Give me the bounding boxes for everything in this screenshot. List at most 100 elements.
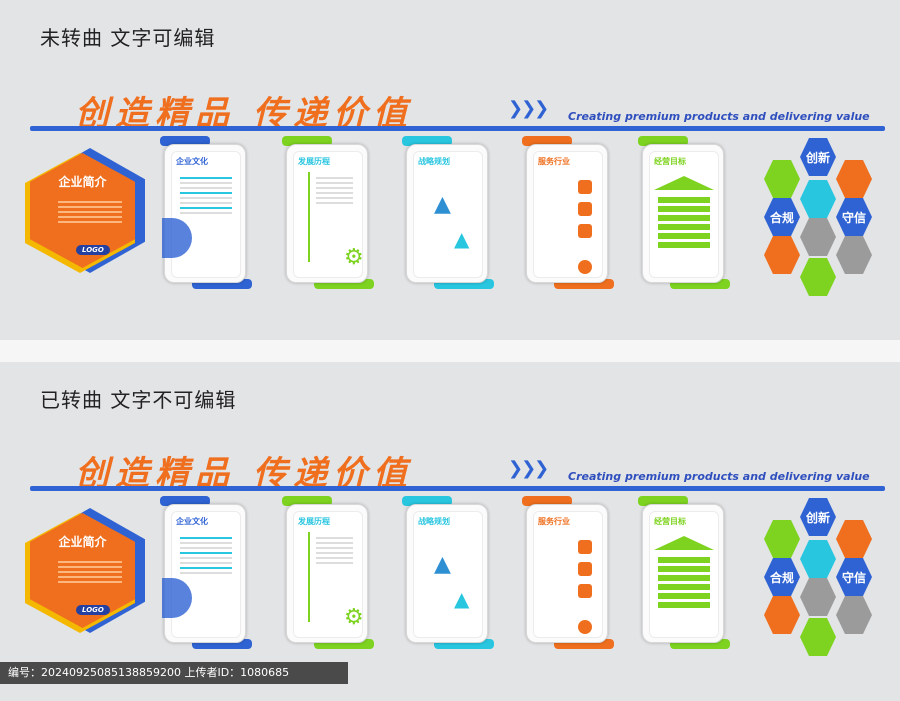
lighthouse-icon: ▲ [434, 552, 451, 577]
hex-tile [836, 236, 872, 274]
service-icon [578, 224, 592, 238]
icon-stack [578, 540, 592, 634]
board-industry: 服务行业 [522, 496, 614, 649]
board-accent [554, 639, 614, 649]
hex-tile [800, 578, 836, 616]
board-history: 发展历程 ⚙ [282, 496, 374, 649]
board-title: 企业文化 [176, 157, 208, 166]
board-frame: 战略规划 ▲ ▲ [406, 504, 488, 643]
hex-tile [800, 540, 836, 578]
hex-tile [836, 160, 872, 198]
board-accent [638, 136, 688, 146]
lighthouse-icon: ▲ [454, 587, 470, 611]
value-hex-innovation: 创新 [800, 138, 836, 176]
lighthouse-icon: ▲ [454, 227, 470, 251]
board-accent [282, 496, 332, 506]
board-accent [522, 496, 572, 506]
hex-main: 企业简介 LOGO [30, 513, 135, 628]
service-icon [578, 180, 592, 194]
logo: LOGO [76, 245, 110, 255]
arrow-icon: ❯❯❯ [508, 98, 549, 119]
hex-tile [764, 520, 800, 558]
board-accent [160, 136, 210, 146]
board-frame: 企业文化 [164, 504, 246, 643]
board-accent [192, 639, 252, 649]
board-inner: 经营目标 [649, 151, 719, 278]
subtitle: Creating premium products and delivering… [568, 110, 870, 123]
board-accent [434, 279, 494, 289]
board-title: 战略规划 [418, 157, 450, 166]
divider-line [30, 126, 885, 131]
hex-tile [836, 520, 872, 558]
board-title: 发展历程 [298, 157, 330, 166]
board-accent [402, 496, 452, 506]
board-accent [282, 136, 332, 146]
divider-line [30, 486, 885, 491]
service-icon [578, 562, 592, 576]
top-panel: 未转曲 文字可编辑 创造精品 传递价值 ❯❯❯ Creating premium… [0, 0, 900, 340]
roof-shape [654, 176, 714, 190]
intro-text-lines [54, 558, 126, 586]
board-lines [312, 174, 357, 207]
board-title: 经营目标 [654, 517, 686, 526]
board-inner: 发展历程 [293, 151, 363, 278]
board-frame: 发展历程 [286, 504, 368, 643]
board-inner: 经营目标 [649, 511, 719, 638]
panel-caption: 已转曲 文字不可编辑 [40, 388, 237, 412]
board-industry: 服务行业 [522, 136, 614, 289]
board-inner: 企业文化 [171, 151, 241, 278]
board-strategy: 战略规划 ▲ ▲ [402, 496, 494, 649]
value-hex-integrity: 守信 [836, 558, 872, 596]
panel-caption: 未转曲 文字可编辑 [40, 26, 216, 50]
board-title: 战略规划 [418, 517, 450, 526]
timeline [308, 172, 310, 262]
power-icon [578, 620, 592, 634]
board-title: 经营目标 [654, 157, 686, 166]
board-goals: 经营目标 [638, 496, 730, 649]
board-frame: 服务行业 [526, 144, 608, 283]
subtitle: Creating premium products and delivering… [568, 470, 870, 483]
board-accent [670, 279, 730, 289]
intro-title: 企业简介 [58, 535, 107, 549]
value-hex-integrity: 守信 [836, 198, 872, 236]
value-hex-compliance: 合规 [764, 198, 800, 236]
board-accent [638, 496, 688, 506]
value-hex-compliance: 合规 [764, 558, 800, 596]
logo: LOGO [76, 605, 110, 615]
board-accent [554, 279, 614, 289]
board-accent [434, 639, 494, 649]
board-history: 发展历程 ⚙ [282, 136, 374, 289]
value-hex-innovation: 创新 [800, 498, 836, 536]
hex-tile [836, 596, 872, 634]
board-frame: 战略规划 ▲ ▲ [406, 144, 488, 283]
company-intro-card: 企业简介 LOGO [25, 148, 145, 273]
power-icon [578, 260, 592, 274]
watermark-bar: 编号：20240925085138859200 上传者ID：1080685 [0, 662, 348, 684]
board-frame: 经营目标 [642, 504, 724, 643]
hex-tile [800, 618, 836, 656]
panel-divider [0, 340, 900, 362]
company-intro-card: 企业简介 LOGO [25, 508, 145, 633]
board-accent [402, 136, 452, 146]
board-inner: 发展历程 [293, 511, 363, 638]
lighthouse-icon: ▲ [434, 192, 451, 217]
service-icon [578, 540, 592, 554]
board-culture: 企业文化 [160, 496, 252, 649]
intro-text-lines [54, 198, 126, 226]
board-lines [176, 174, 236, 217]
board-lines [312, 534, 357, 567]
board-inner: 战略规划 ▲ ▲ [413, 511, 483, 638]
board-title: 发展历程 [298, 517, 330, 526]
arrow-icon: ❯❯❯ [508, 458, 549, 479]
board-culture: 企业文化 [160, 136, 252, 289]
board-frame: 服务行业 [526, 504, 608, 643]
board-title: 服务行业 [538, 517, 570, 526]
goal-bars [654, 194, 714, 251]
board-lines [176, 534, 236, 577]
hex-tile [800, 218, 836, 256]
hex-tile [800, 180, 836, 218]
gear-icon: ⚙ [344, 605, 364, 630]
board-frame: 企业文化 [164, 144, 246, 283]
hex-tile [764, 236, 800, 274]
board-accent [314, 279, 374, 289]
